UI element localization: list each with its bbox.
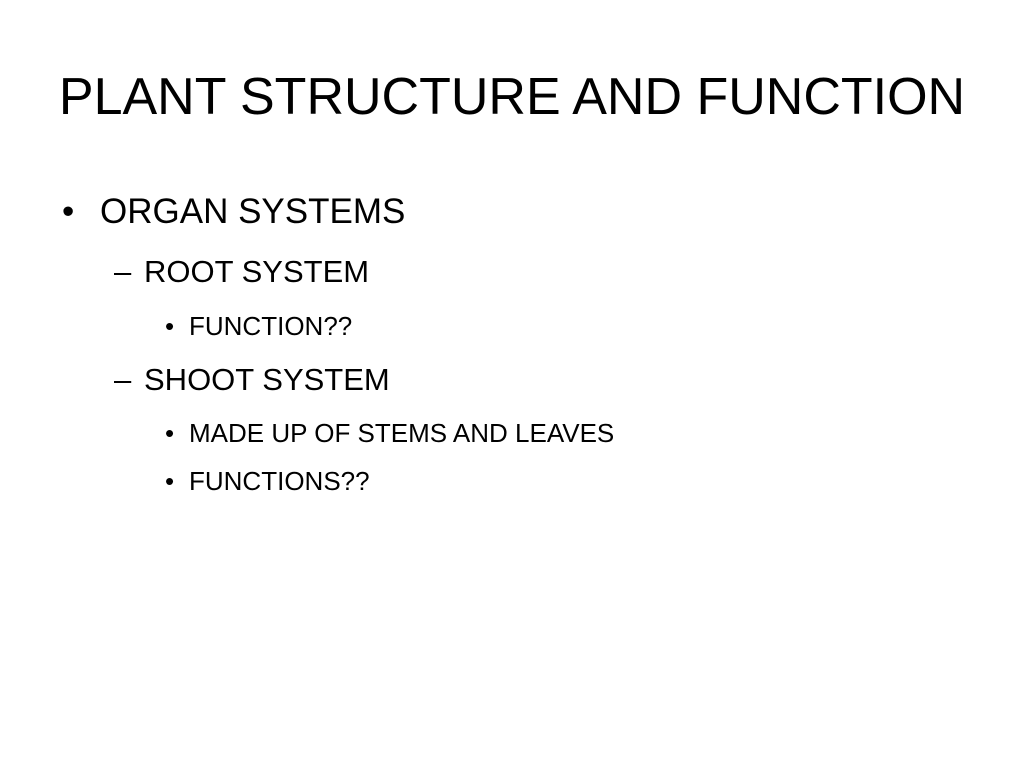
dash-marker: –: [114, 254, 132, 289]
bullet-item-function: • FUNCTION??: [165, 309, 352, 343]
bullet-item-organ-systems: • ORGAN SYSTEMS: [62, 190, 405, 234]
bullet-text: FUNCTIONS??: [189, 466, 370, 496]
bullet-text: ROOT SYSTEM: [144, 254, 370, 289]
bullet-marker: •: [62, 192, 75, 231]
bullet-item-made-up-of: • MADE UP OF STEMS AND LEAVES: [165, 416, 614, 450]
bullet-text: SHOOT SYSTEM: [144, 362, 390, 397]
bullet-marker: •: [165, 418, 175, 448]
dash-marker: –: [114, 362, 132, 397]
bullet-item-root-system: –ROOT SYSTEM: [114, 252, 369, 292]
bullet-text: FUNCTION??: [189, 311, 353, 341]
bullet-marker: •: [165, 311, 175, 341]
bullet-text: ORGAN SYSTEMS: [100, 192, 406, 231]
bullet-item-functions: • FUNCTIONS??: [165, 464, 370, 498]
slide-title: PLANT STRUCTURE AND FUNCTION: [58, 68, 966, 126]
bullet-text: MADE UP OF STEMS AND LEAVES: [189, 418, 615, 448]
bullet-item-shoot-system: –SHOOT SYSTEM: [114, 360, 390, 400]
bullet-marker: •: [165, 466, 175, 496]
